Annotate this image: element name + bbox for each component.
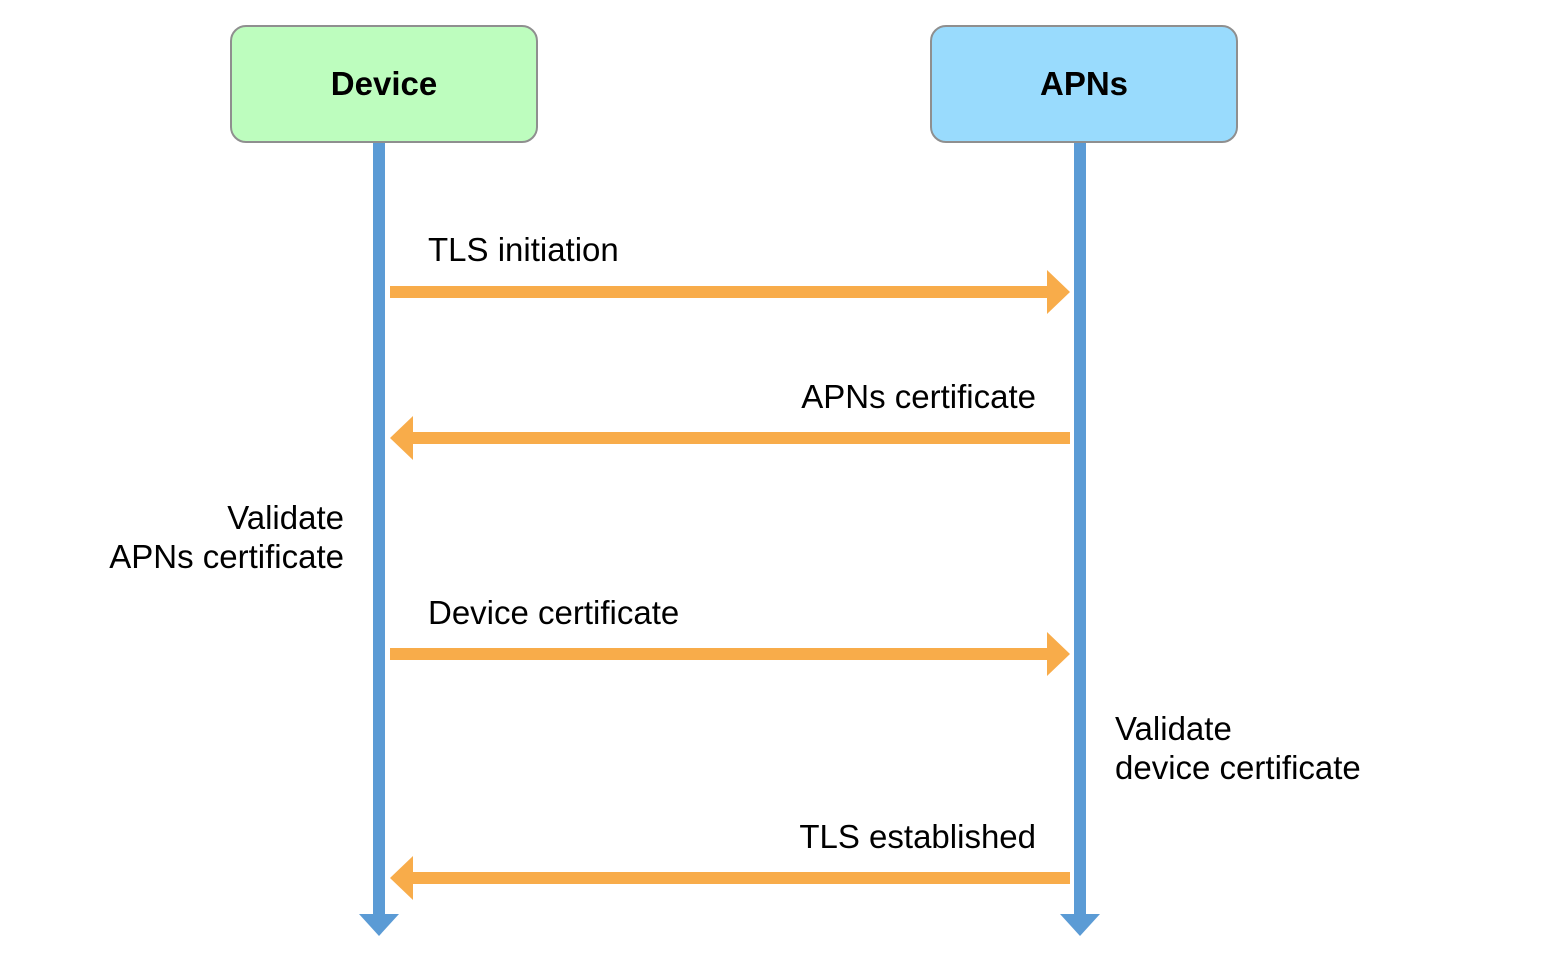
lifeline-apns-arrowhead xyxy=(1060,914,1100,936)
note-device-line2: APNs certificate xyxy=(109,538,344,575)
note-apns-line2: device certificate xyxy=(1115,749,1361,786)
lifeline-device-arrowhead xyxy=(359,914,399,936)
participant-apns-label: APNs xyxy=(1039,65,1129,102)
message-arrow-tls-initiation xyxy=(390,270,1070,314)
participant-device: Device xyxy=(230,25,538,143)
message-label-apns-certificate: APNs certificate xyxy=(801,378,1036,415)
message-arrow-apns-certificate xyxy=(390,416,1070,460)
lifeline-device xyxy=(359,143,399,936)
participant-apns: APNs xyxy=(930,25,1238,143)
lifeline-apns xyxy=(1060,143,1100,936)
message-arrow-device-certificate xyxy=(390,632,1070,676)
note-apns-line1: Validate xyxy=(1115,710,1232,747)
message-arrow-tls-established xyxy=(390,856,1070,900)
message-label-tls-initiation: TLS initiation xyxy=(428,231,619,268)
note-device-line1: Validate xyxy=(227,499,344,536)
message-label-tls-established: TLS established xyxy=(799,818,1036,855)
participant-device-label: Device xyxy=(330,65,438,102)
message-label-device-certificate: Device certificate xyxy=(428,594,680,631)
